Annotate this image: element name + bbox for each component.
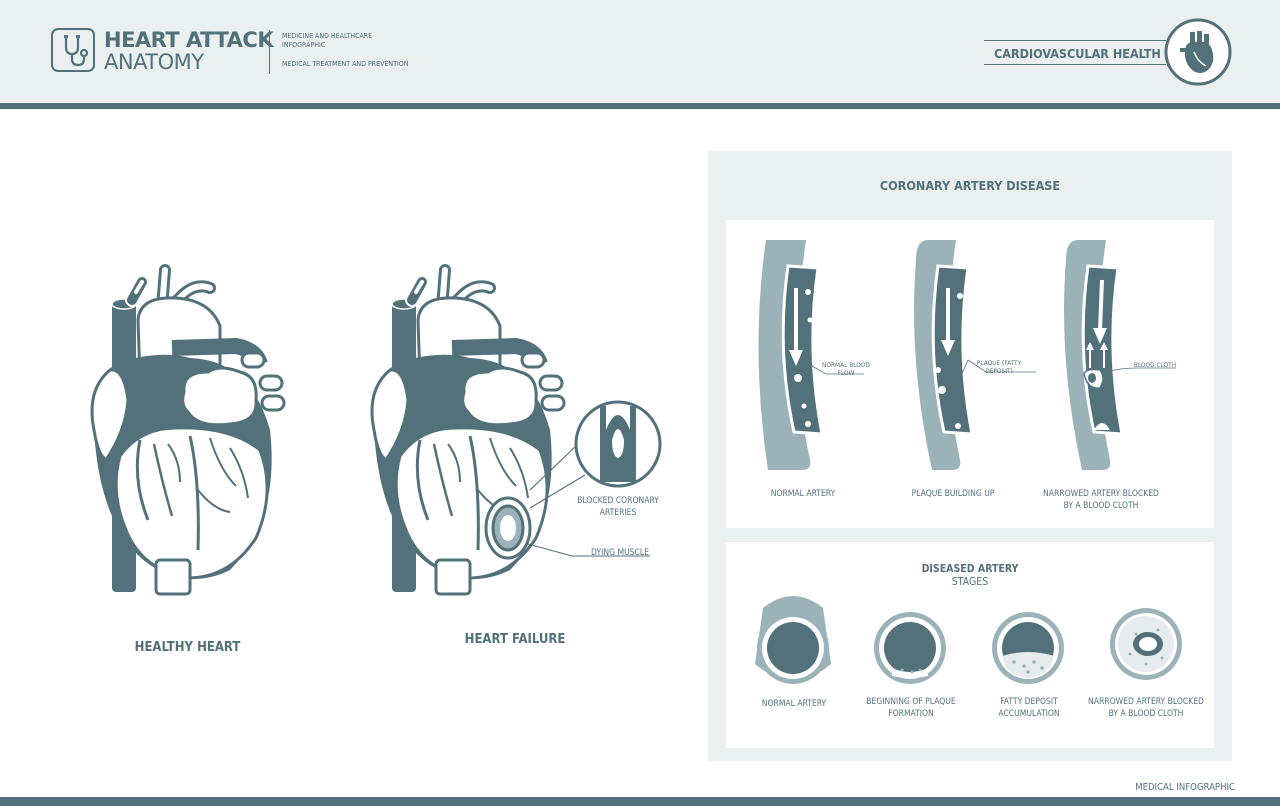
stage-fatty-deposit xyxy=(992,612,1064,684)
badge-line-bottom xyxy=(984,64,1166,65)
plaque-annotation: PLAQUE (FATTY DEPOSIT) xyxy=(976,359,1022,375)
artery-illustrations xyxy=(758,240,1176,470)
normal-blood-flow-annotation: NORMAL BLOOD FLOW xyxy=(822,361,870,377)
stage-label-plaque: BEGINNING OF PLAQUE FORMATION xyxy=(866,697,956,719)
coronary-title: CORONARY ARTERY DISEASE xyxy=(879,178,1061,193)
footer-text: MEDICAL INFOGRAPHIC xyxy=(1135,782,1235,793)
hearts-illustration xyxy=(80,260,662,610)
stage-label-narrowed: NARROWED ARTERY BLOCKED BY A BLOOD CLOTH xyxy=(1088,697,1204,719)
footer-bar xyxy=(0,797,1280,806)
heart-failure-label: HEART FAILURE xyxy=(464,632,566,647)
stage-narrowed-artery xyxy=(1110,608,1182,680)
stage-normal-artery xyxy=(755,596,831,684)
heart-icon xyxy=(1164,18,1232,86)
stage-plaque-formation xyxy=(874,612,946,684)
stages-title: DISEASED ARTERY xyxy=(921,563,1019,575)
stage-label-fatty: FATTY DEPOSIT ACCUMULATION xyxy=(998,697,1060,719)
header-bar xyxy=(0,103,1280,109)
stage-label-normal: NORMAL ARTERY xyxy=(761,699,827,709)
badge-label: CARDIOVASCULAR HEALTH xyxy=(994,46,1161,61)
badge-line-top xyxy=(984,40,1166,41)
stage-illustrations xyxy=(755,596,1182,684)
stethoscope-icon xyxy=(51,28,95,72)
normal-artery xyxy=(758,240,864,470)
header-subtitle-2: MEDICAL TREATMENT AND PREVENTION xyxy=(282,60,409,68)
failure-heart xyxy=(372,270,662,594)
plaque-artery xyxy=(914,240,1036,470)
healthy-heart xyxy=(92,270,284,594)
caption-narrowed-artery: NARROWED ARTERY BLOCKED BY A BLOOD CLOTH xyxy=(1043,489,1159,511)
header xyxy=(0,0,1280,103)
blood-cloth-annotation: BLOOD CLOTH xyxy=(1133,361,1177,369)
caption-plaque-building: PLAQUE BUILDING UP xyxy=(911,489,995,499)
narrowed-artery xyxy=(1064,240,1176,470)
stages-subtitle: STAGES xyxy=(951,576,989,588)
caption-normal-artery: NORMAL ARTERY xyxy=(770,489,836,499)
dying-muscle-label: DYING MUSCLE xyxy=(591,548,649,558)
blocked-arteries-label: BLOCKED CORONARY ARTERIES xyxy=(577,496,659,518)
page-title-second-line: ANATOMY xyxy=(104,50,204,74)
page-title: HEART ATTACK xyxy=(104,28,274,52)
healthy-heart-label: HEALTHY HEART xyxy=(134,640,241,655)
header-subtitle-1: MEDICINE AND HEALTHCARE INFOGRAPHIC xyxy=(282,32,373,49)
header-divider xyxy=(269,30,270,74)
